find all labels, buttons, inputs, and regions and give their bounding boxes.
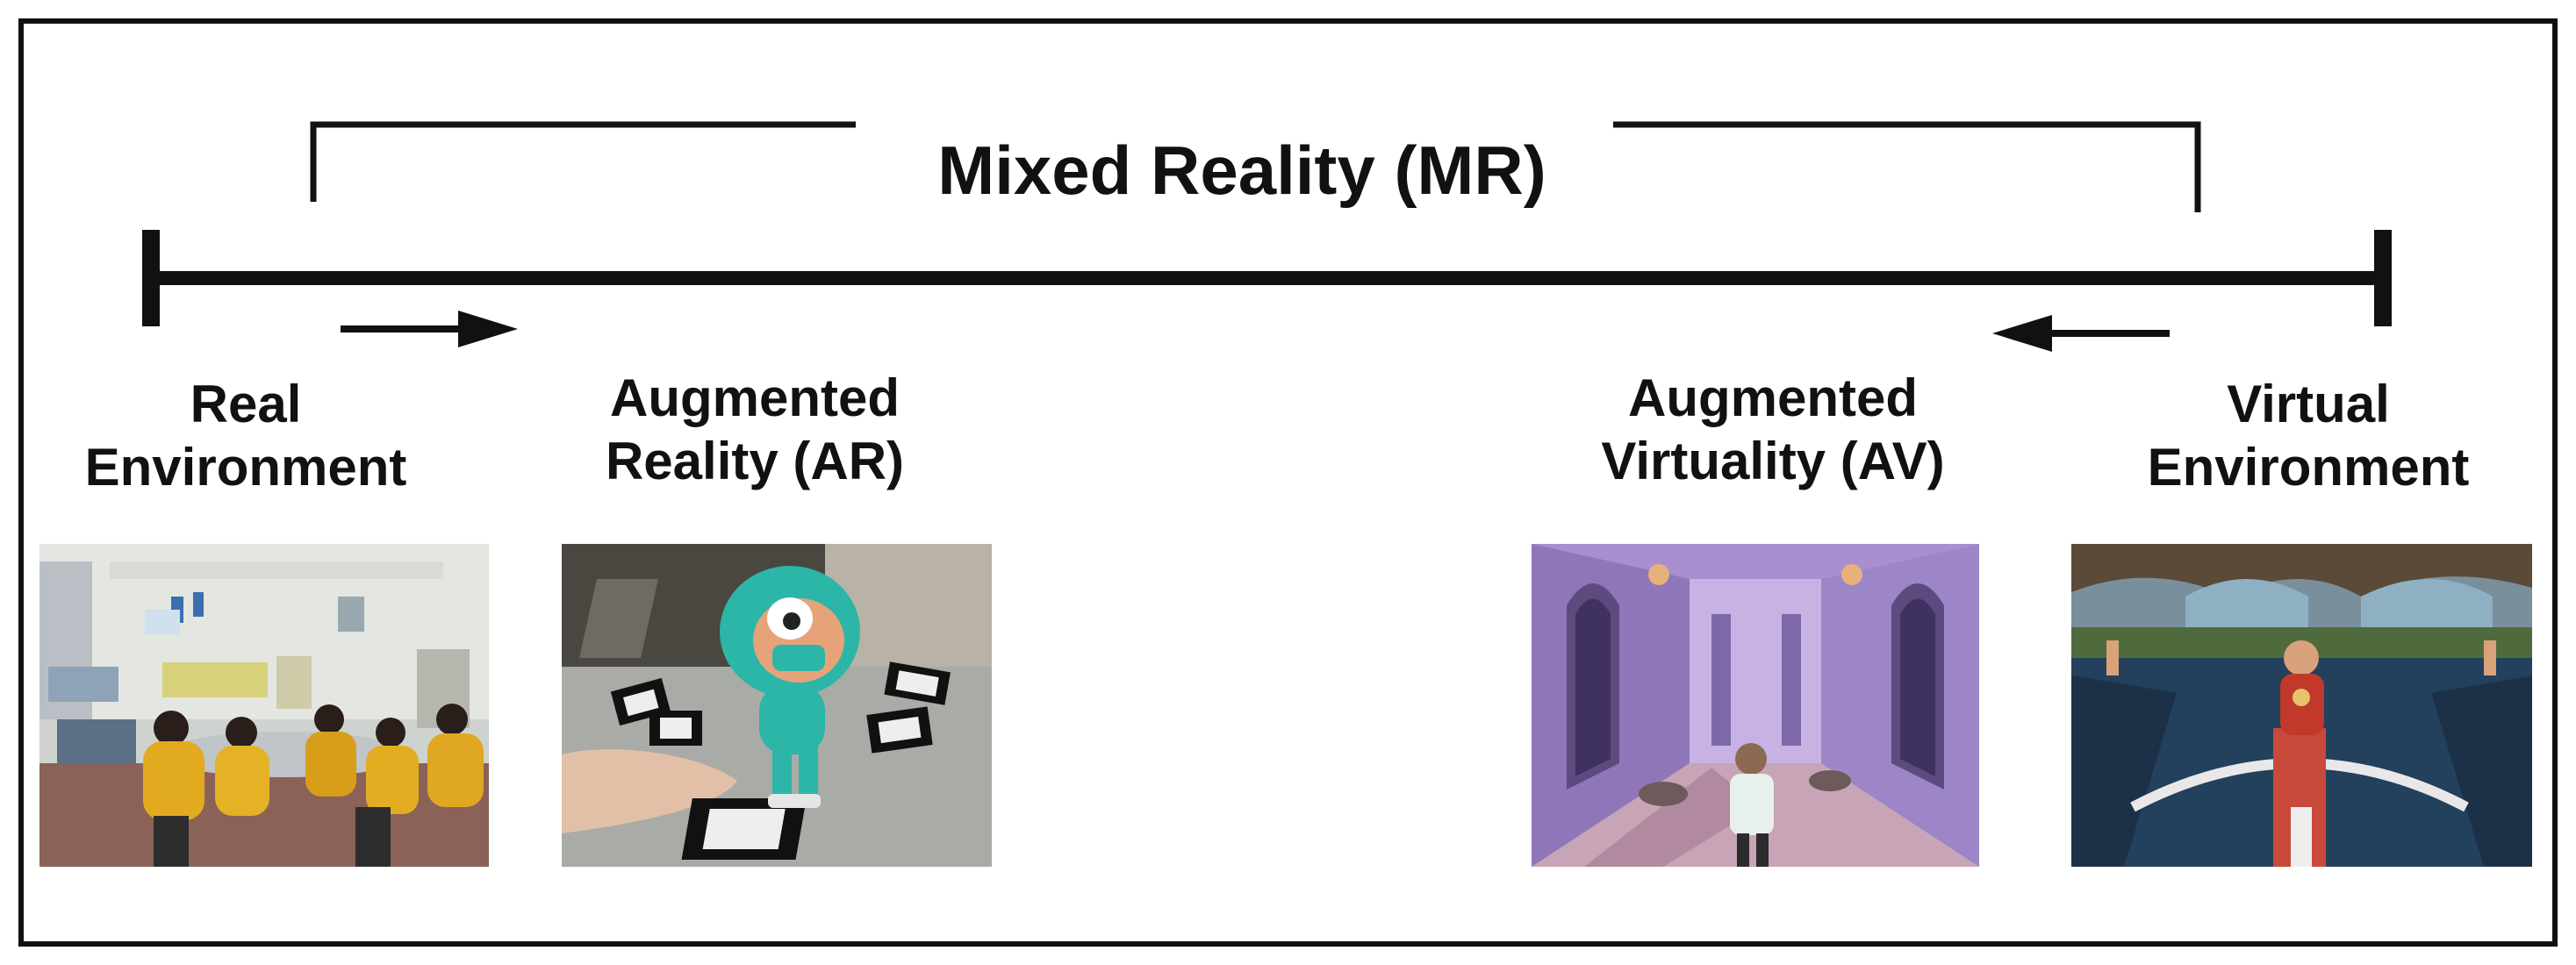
virtual-environment-label: Virtual Environment	[2071, 373, 2545, 499]
augmented-reality-label-line-2: Reality (AR)	[605, 432, 905, 490]
mr-bracket-left	[310, 121, 856, 202]
arrow-left-icon	[1992, 315, 2170, 352]
augmented-virtuality-label: Augmented Virtuality (AV)	[1527, 367, 2019, 493]
mixed-reality-label: Mixed Reality (MR)	[937, 132, 1546, 209]
augmented-reality-label: Augmented Reality (AR)	[527, 367, 983, 493]
virtual-environment-label-line-2: Environment	[2147, 438, 2470, 497]
ar-character-photo	[562, 544, 992, 867]
arrow-right-icon	[341, 311, 518, 347]
classroom-photo	[39, 544, 489, 867]
virtual-boat-scene	[2071, 544, 2532, 867]
virtual-environment-label-line-1: Virtual	[2227, 375, 2390, 433]
real-environment-label: Real Environment	[18, 373, 474, 499]
augmented-virtuality-label-line-2: Virtuality (AV)	[1601, 432, 1945, 490]
axis-left-end-cap	[142, 230, 160, 326]
axis-right-end-cap	[2374, 230, 2392, 326]
real-environment-label-line-1: Real	[190, 375, 302, 433]
augmented-reality-label-line-1: Augmented	[610, 368, 900, 427]
augmented-virtuality-label-line-1: Augmented	[1628, 368, 1918, 427]
mr-bracket-right	[1613, 121, 2201, 212]
real-environment-label-line-2: Environment	[84, 438, 407, 497]
virtual-corridor-photo	[1532, 544, 1979, 867]
outer-border	[18, 18, 2558, 947]
